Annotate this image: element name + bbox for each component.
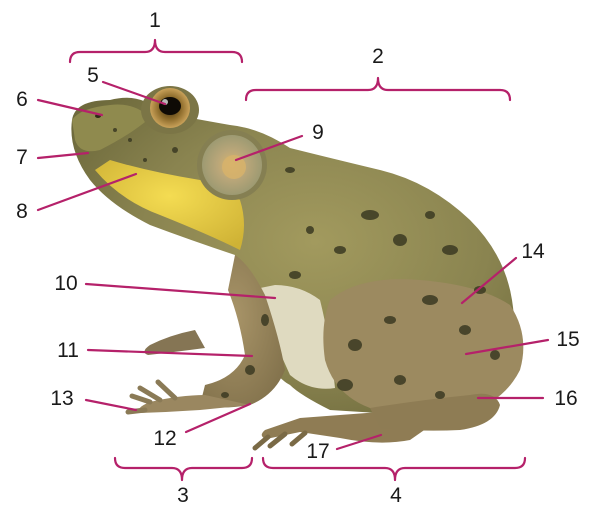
far-front-hand — [144, 330, 205, 355]
frog-eye — [141, 86, 199, 134]
brace-4 — [263, 458, 525, 480]
label-14: 14 — [521, 240, 545, 263]
label-10: 10 — [54, 272, 77, 295]
tympanum — [197, 130, 267, 200]
label-4: 4 — [390, 484, 402, 505]
brace-1 — [70, 40, 242, 62]
brace-3 — [115, 458, 252, 480]
label-9: 9 — [312, 121, 324, 144]
label-1: 1 — [149, 9, 161, 32]
label-15: 15 — [556, 328, 579, 351]
brace-2 — [246, 78, 510, 100]
label-17: 17 — [306, 440, 329, 463]
label-11: 11 — [57, 339, 79, 362]
label-16: 16 — [554, 387, 577, 410]
frog-illustration — [71, 86, 523, 448]
label-2: 2 — [372, 45, 384, 68]
label-5: 5 — [87, 64, 99, 87]
label-8: 8 — [16, 200, 28, 223]
leader-13 — [86, 400, 136, 410]
label-12: 12 — [153, 427, 176, 450]
label-3: 3 — [177, 484, 189, 505]
label-6: 6 — [16, 88, 28, 111]
label-13: 13 — [50, 387, 73, 410]
label-7: 7 — [16, 146, 28, 169]
